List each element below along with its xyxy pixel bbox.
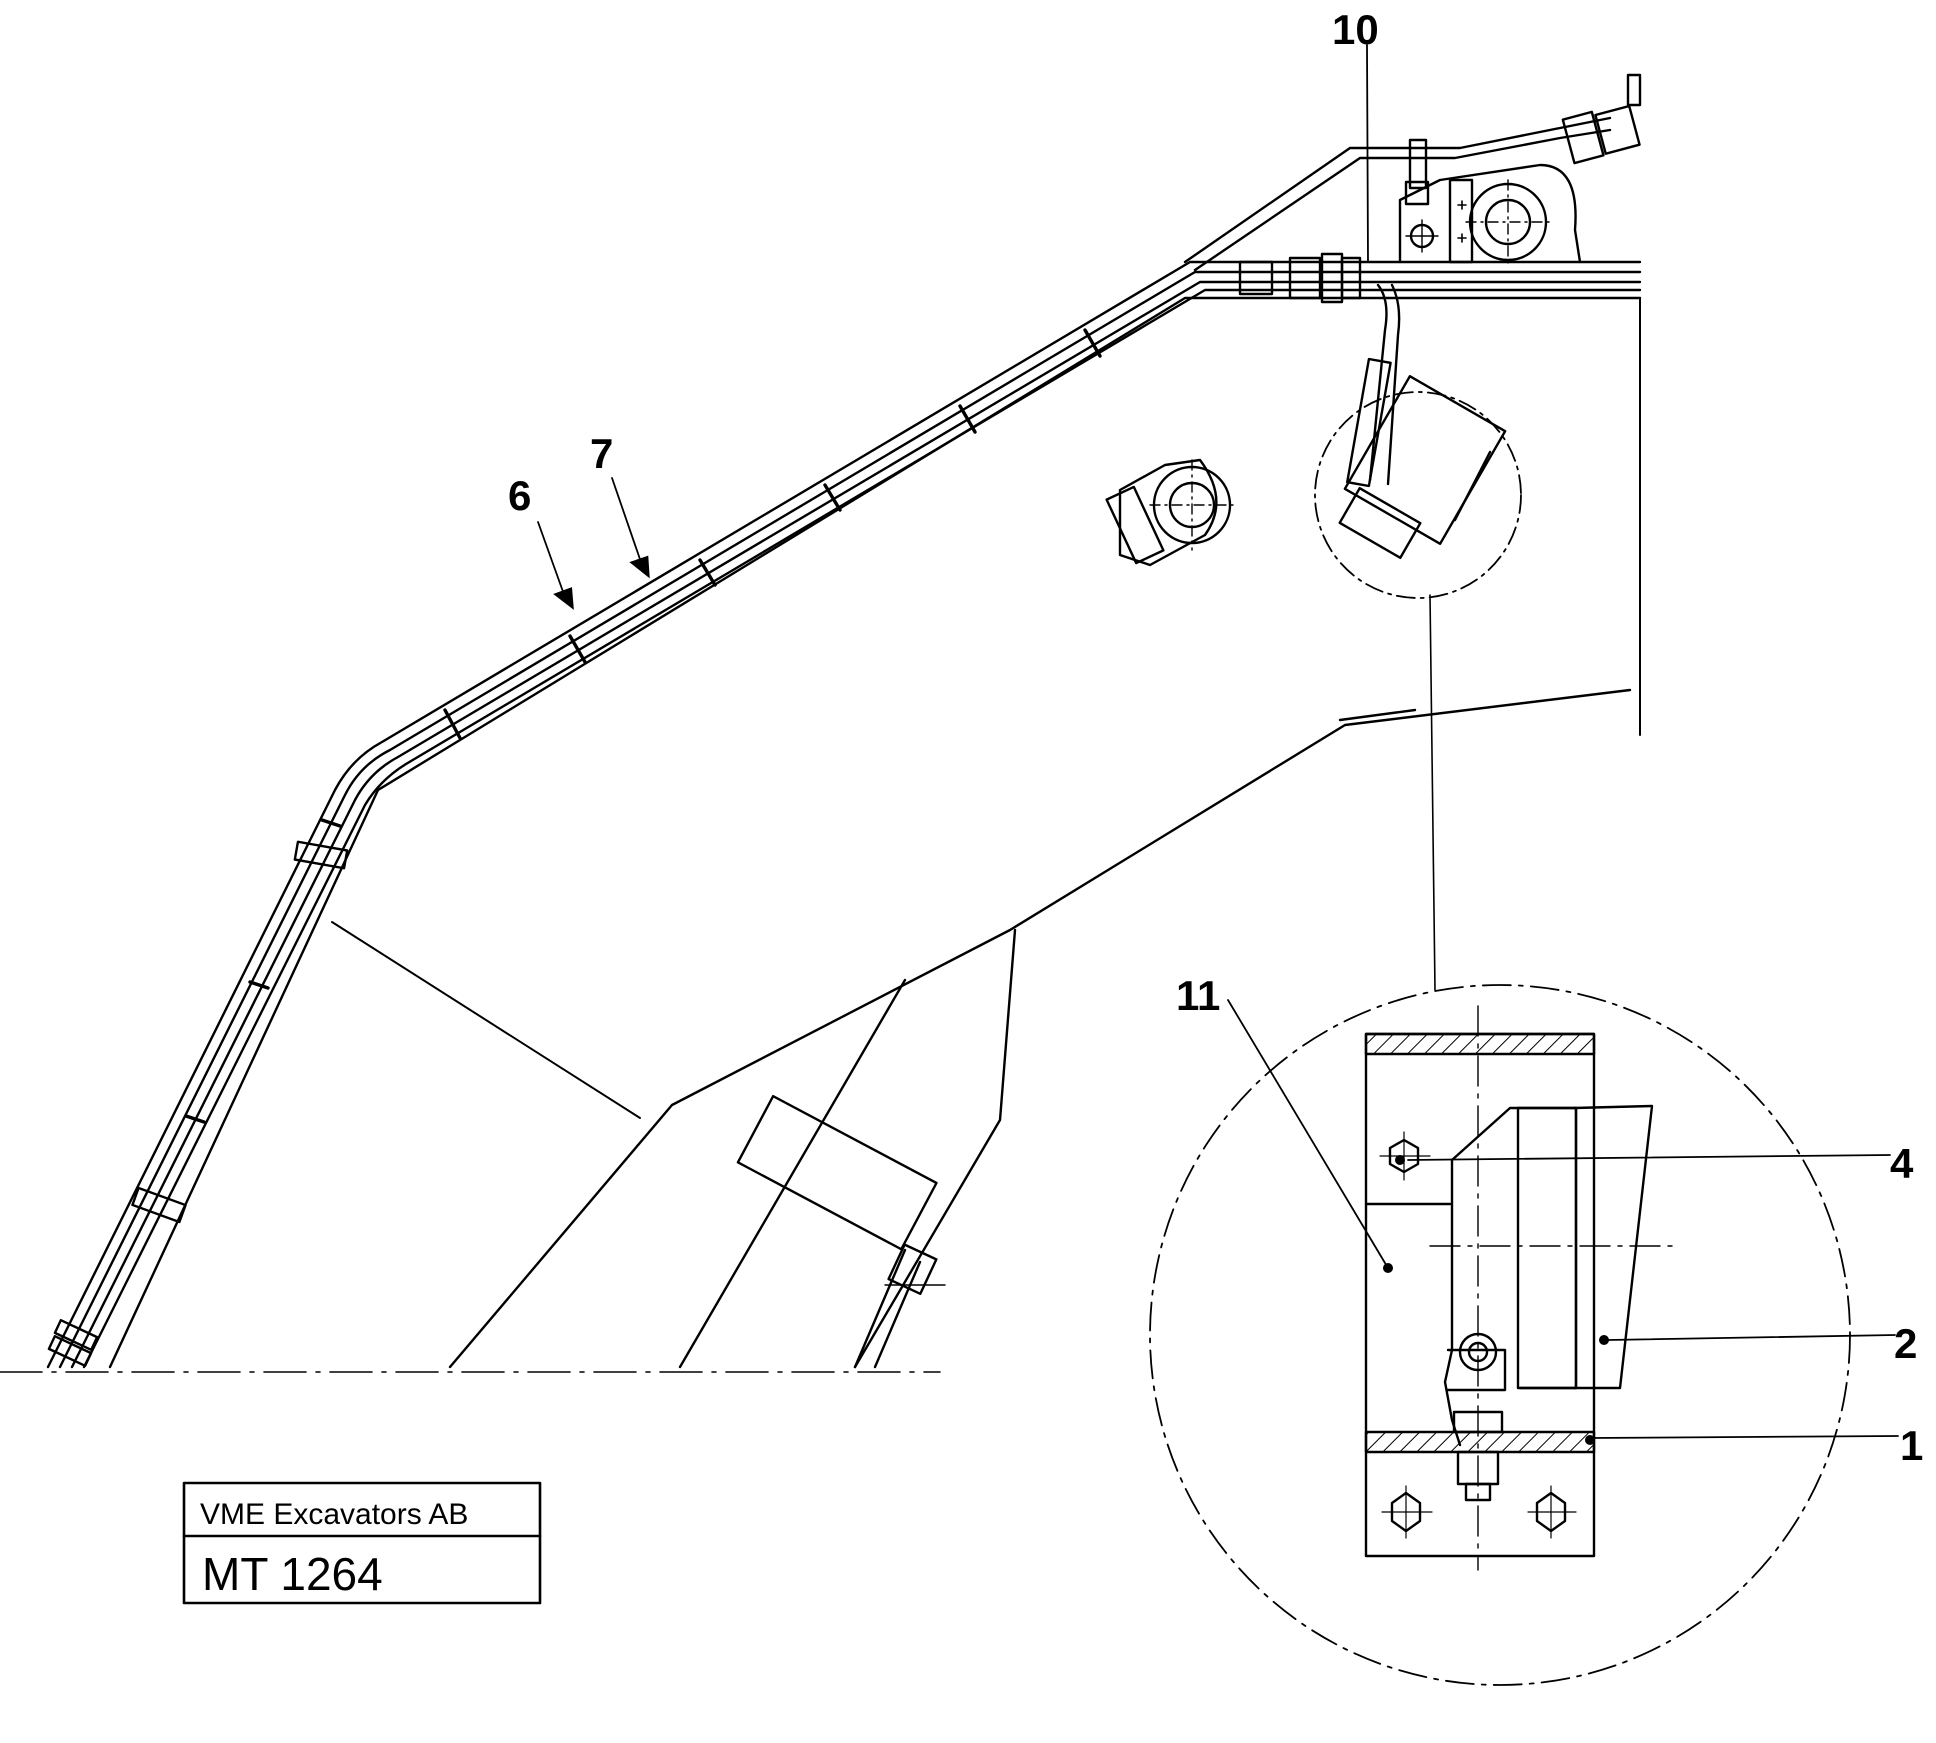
callout-4: 4 — [1890, 1140, 1914, 1187]
boom-outline — [108, 296, 1642, 1369]
hydraulic-line-6 — [46, 260, 1642, 1369]
detail-circle-large — [1149, 984, 1851, 1686]
callout-11: 11 — [1176, 972, 1220, 1019]
callout-6: 6 — [508, 472, 531, 519]
upper-pipe — [1183, 73, 1642, 272]
detail-circle-small — [1314, 375, 1522, 599]
boom-cylinder — [678, 928, 1017, 1369]
middle-pivot — [1105, 458, 1235, 567]
hydraulic-line-7 — [70, 280, 1642, 1369]
detail-leader — [1429, 594, 1436, 991]
title-block-company: VME Excavators AB — [200, 1498, 468, 1531]
line-clamps — [47, 840, 349, 1367]
callout-2: 2 — [1894, 1320, 1917, 1367]
pivot-bracket — [1398, 163, 1582, 265]
fittings-callout-10 — [1238, 252, 1401, 488]
callout-10: 10 — [1332, 6, 1379, 53]
callout-leaders — [537, 44, 1899, 1439]
title-block-drawing-number: MT 1264 — [202, 1548, 383, 1600]
callout-7: 7 — [590, 430, 613, 477]
title-block-frame — [182, 1481, 542, 1605]
callout-arrowheads — [553, 555, 1609, 1445]
sensor-bracket-detail — [1364, 1005, 1673, 1571]
hydraulic-line-clamp-marks — [184, 328, 1102, 1124]
callout-1: 1 — [1900, 1422, 1923, 1469]
